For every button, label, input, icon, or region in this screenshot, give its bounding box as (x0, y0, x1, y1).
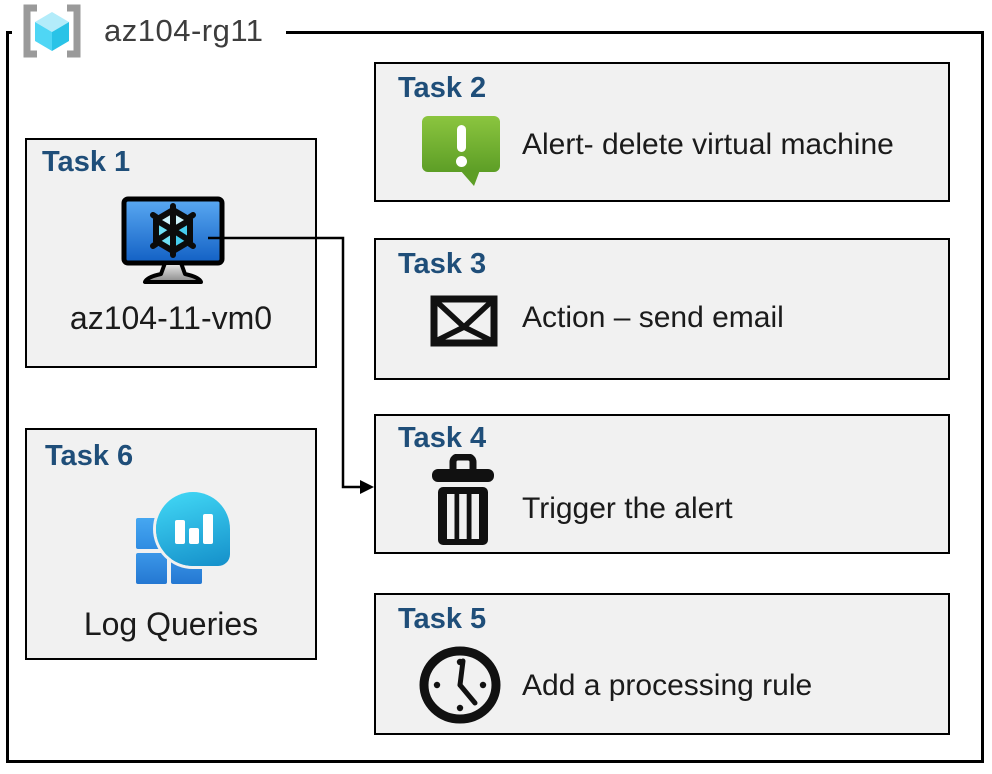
alert-icon (420, 114, 502, 195)
log-queries-bar (189, 528, 199, 544)
log-queries-square (136, 553, 167, 584)
task5-title: Task 5 (398, 603, 487, 635)
task5-box: Task 5 Add a processing rule (374, 593, 950, 735)
task4-box: Task 4 Trigger the alert (374, 414, 950, 554)
task3-title: Task 3 (398, 248, 487, 280)
task1-title: Task 1 (42, 146, 131, 178)
task3-label: Action – send email (522, 301, 784, 334)
trash-icon (432, 453, 494, 553)
task2-title: Task 2 (398, 72, 487, 104)
task6-title: Task 6 (45, 440, 134, 472)
resource-group-label: az104-rg11 (12, 2, 286, 60)
task2-box: Task 2 Alert- delete virtual machine (374, 62, 950, 202)
log-queries-bar (203, 514, 213, 544)
task3-box: Task 3 Action – send email (374, 238, 950, 380)
task6-box: Task 6 Log Queries (25, 428, 317, 660)
log-queries-icon (114, 492, 232, 588)
task5-label: Add a processing rule (522, 669, 813, 702)
task1-box: Task 1 (25, 138, 317, 368)
virtual-machine-icon (121, 196, 225, 289)
email-icon (430, 295, 498, 352)
task4-title: Task 4 (398, 422, 487, 454)
clock-icon (418, 645, 502, 730)
task2-label: Alert- delete virtual machine (522, 128, 894, 161)
task6-label: Log Queries (83, 606, 259, 642)
task4-label: Trigger the alert (522, 492, 733, 525)
resource-group-name: az104-rg11 (104, 13, 264, 48)
log-queries-bar (175, 520, 185, 544)
task1-label: az104-11-vm0 (69, 300, 273, 336)
resource-group-icon (14, 3, 90, 59)
